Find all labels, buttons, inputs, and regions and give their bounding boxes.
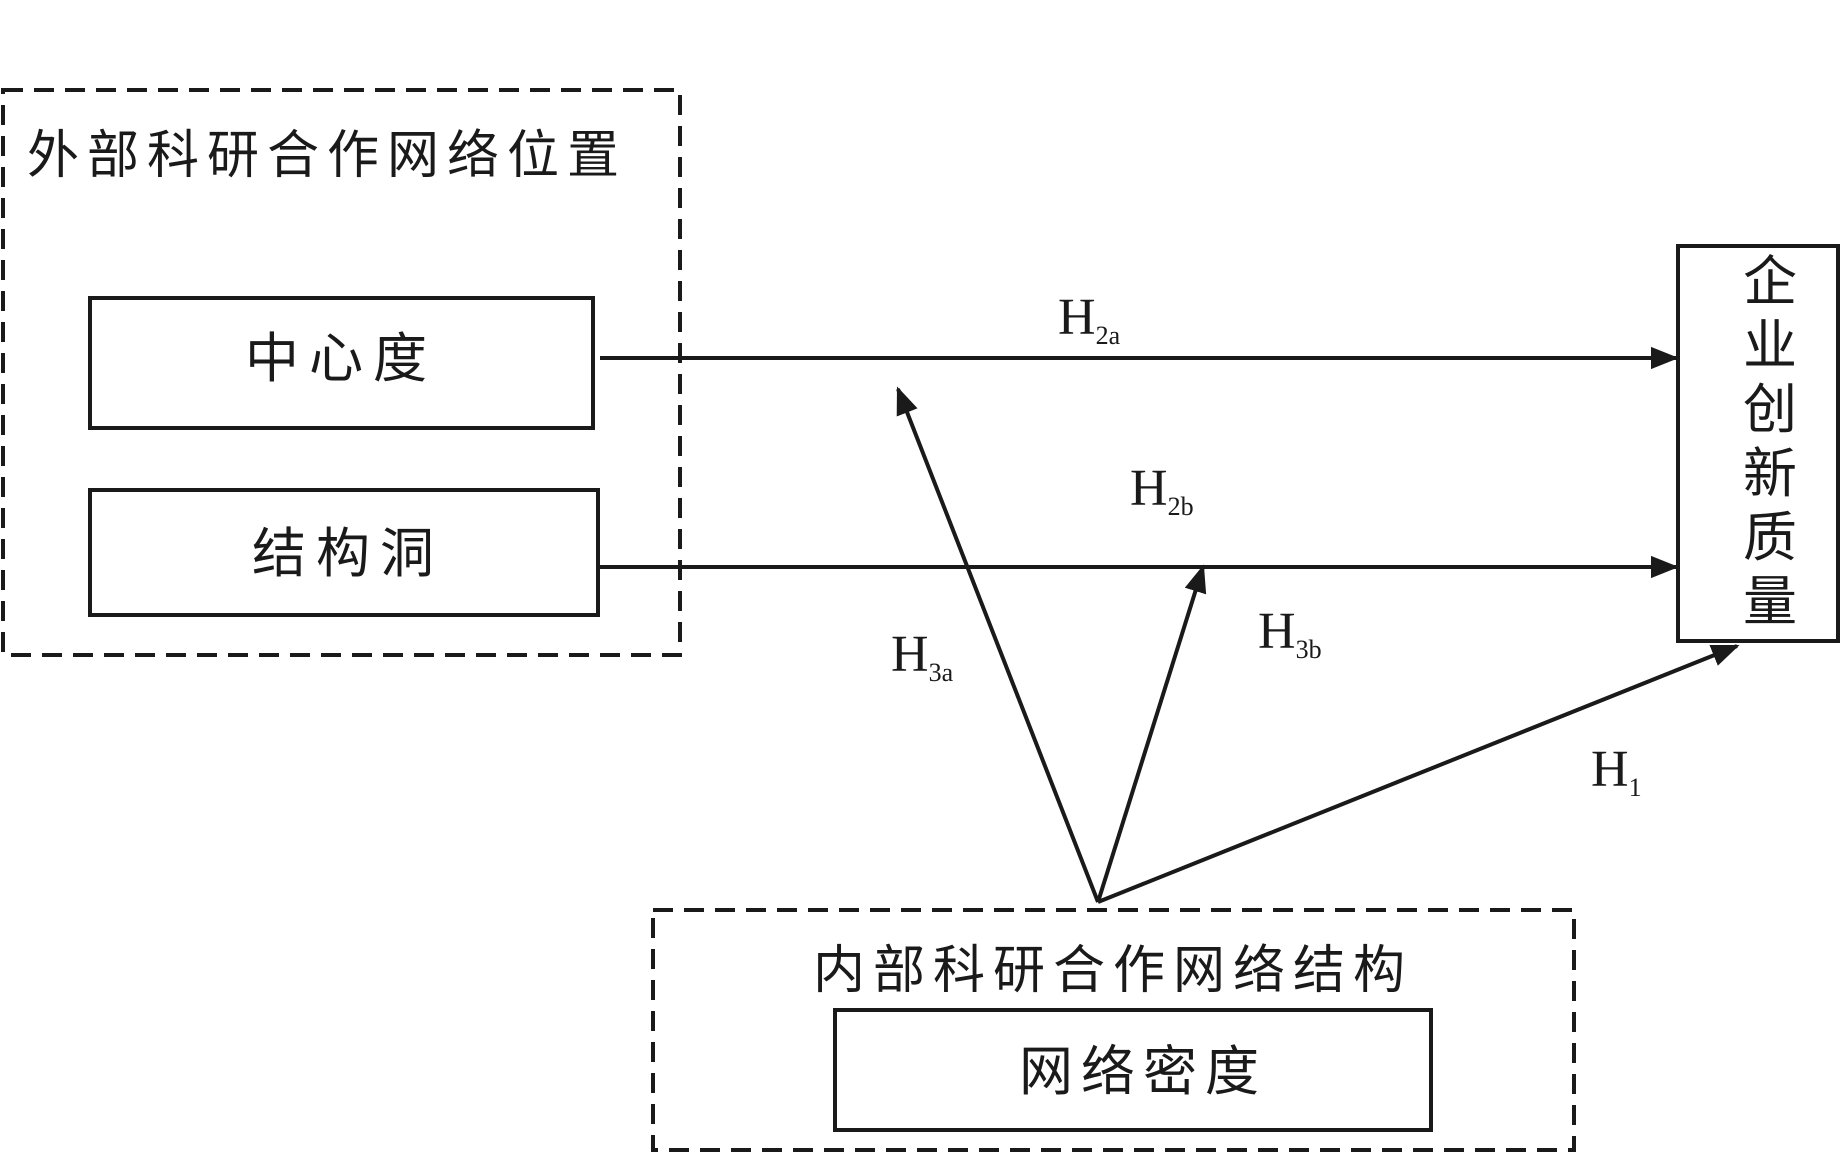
innovation-quality-char: 创 [1743,378,1797,441]
innovation-quality-label: 企 业 创 新 质 量 [1743,250,1797,633]
structural-holes-box [88,488,600,617]
h3b-label-main: H [1258,603,1296,660]
h2a-label-sub: 2a [1096,321,1121,350]
h3a-label-sub: 3a [929,658,954,687]
h3a-arrow [896,386,1100,903]
innovation-quality-char: 企 [1743,250,1797,313]
h2a-label-main: H [1058,289,1096,346]
h3b-label: H3b [1258,603,1322,664]
h3a-label-main: H [891,626,929,683]
innovation-quality-char: 新 [1743,442,1797,505]
h1-label-main: H [1591,741,1629,798]
centrality-label: 中心度 [245,327,437,390]
structural-holes-label: 结构洞 [252,522,444,585]
h2b-label: H2b [1130,460,1194,521]
h2b-label-sub: 2b [1168,492,1194,521]
internal-network-group-frame [651,908,1576,1152]
centrality-box [88,296,595,430]
h3a-label: H3a [891,626,954,687]
h1-arrow [1097,644,1740,904]
h1-label: H1 [1591,741,1642,802]
innovation-quality-char: 业 [1743,314,1797,377]
network-density-label: 网络密度 [1019,1040,1267,1103]
innovation-quality-box [1676,244,1840,643]
external-network-group-title: 外部科研合作网络位置 [27,126,627,186]
h2a-label: H2a [1058,289,1121,350]
h2b-label-main: H [1130,460,1168,517]
innovation-quality-char: 质 [1743,506,1797,569]
innovation-quality-char: 量 [1743,570,1797,633]
external-network-group-frame [1,88,682,657]
h3b-label-sub: 3b [1296,635,1322,664]
h1-label-sub: 1 [1629,773,1642,802]
network-density-box [833,1008,1433,1132]
internal-network-group-title: 内部科研合作网络结构 [813,941,1413,1001]
h3b-arrow [1096,564,1207,903]
